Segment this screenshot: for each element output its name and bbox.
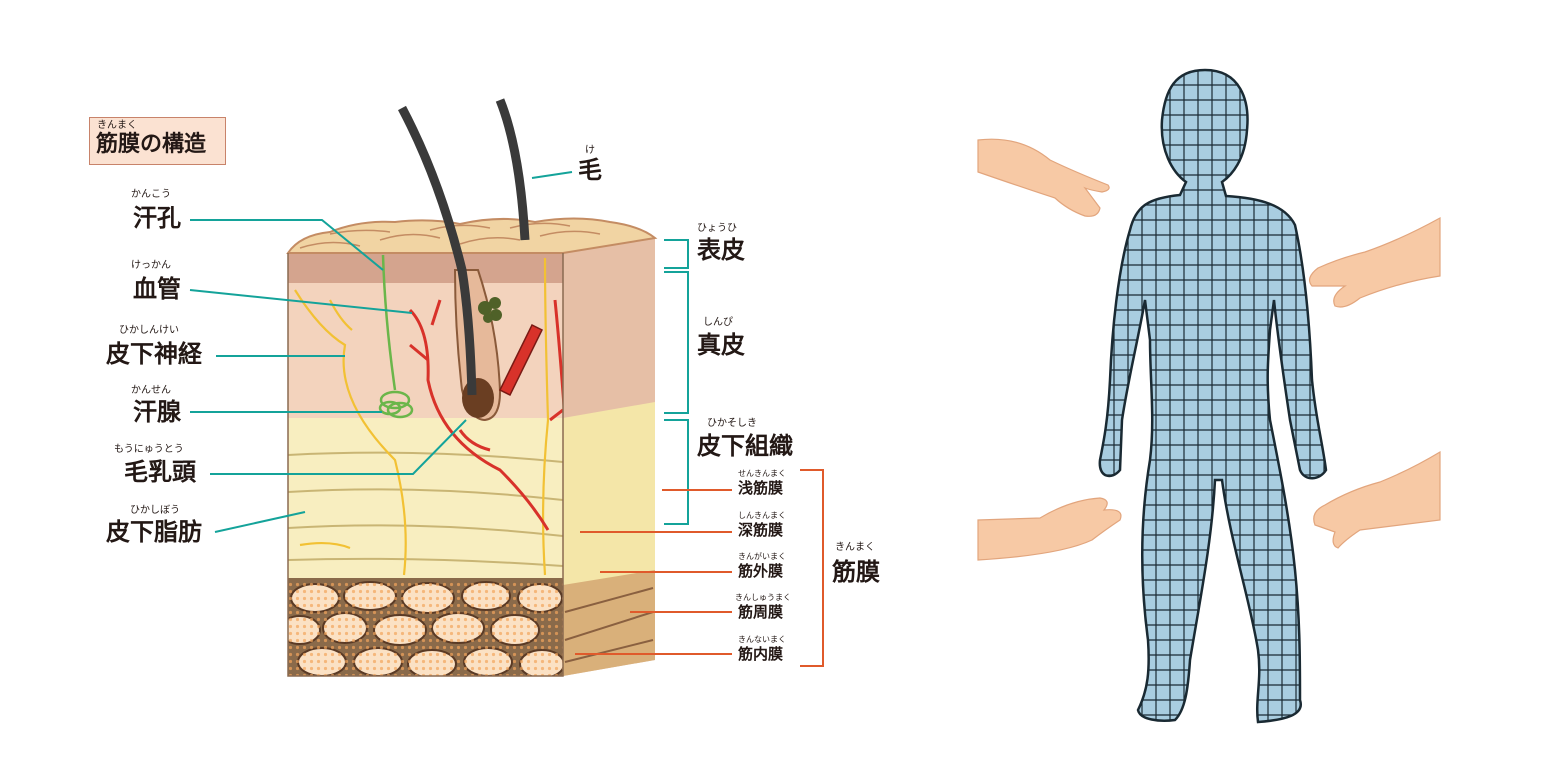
epidermis-ruby: ひょうひ [697,223,737,234]
nerve-fibers [294,257,550,576]
sweat-gland-ruby: かんせん [131,385,171,396]
dermis-label: 真皮 [697,331,745,359]
hair-shaft [398,105,477,396]
title-box [89,117,226,165]
muscle-side-face [563,570,655,676]
hair-label: 毛 [578,156,602,184]
sweat-pore-label: 汗孔 [133,204,181,232]
perimysium-ruby: きんしゅうまく [735,593,791,602]
teal-leader-lines [189,171,573,533]
orange-leader-lines [575,469,824,667]
subcutaneous-tissue-label: 皮下組織 [697,432,793,460]
diagram-title: 筋膜の構造 [96,132,207,157]
subcutaneous-tissue-ruby: ひかそしき [707,418,757,429]
mesh-mannequin [1098,68,1328,724]
deep-fascia-label: 深筋膜 [738,521,784,539]
endomysium-ruby: きんないまく [738,635,786,644]
hair-papilla-label: 毛乳頭 [124,458,196,486]
sweat-gland-shape [378,390,414,419]
skin-block [286,98,658,677]
hand-upper-left [977,138,1110,217]
fascia-group-label: 筋膜 [832,558,880,586]
sweat-gland-label: 汗腺 [133,398,181,426]
superficial-fascia-label: 浅筋膜 [738,479,784,497]
epidermis-layer [288,253,563,283]
fat-side-face [563,402,655,590]
arrector-pili-muscle [498,323,544,397]
deep-fascia-ruby: しんきんまく [738,511,786,520]
superficial-fascia-ruby: せんきんまく [738,469,786,478]
hands [977,138,1441,561]
fascia-group-ruby: きんまく [835,542,875,553]
blood-vessels [408,299,563,531]
subcutaneous-nerve-ruby: ひかしんけい [119,325,179,336]
epimysium-ruby: きんがいまく [738,552,786,561]
hand-upper-right [1308,216,1441,308]
subcutaneous-nerve-label: 皮下神経 [106,340,202,368]
subcutaneous-fat-label: 皮下脂肪 [106,518,202,546]
epimysium-label: 筋外膜 [738,562,784,580]
teal-brackets [664,239,689,525]
hand-lower-right [1313,450,1441,549]
title-ruby: きんまく [97,120,137,131]
hair-ruby: け [585,145,595,156]
hair-papilla-ruby: もうにゅうとう [114,444,184,455]
sebaceous-gland [478,297,502,323]
epidermis-label: 表皮 [697,236,745,264]
blood-vessel-ruby: けっかん [131,260,171,271]
subcutaneous-fat-ruby: ひかしぼう [130,505,180,516]
sweat-pore-ruby: かんこう [131,189,171,200]
dermis-ruby: しんぴ [703,317,733,328]
hand-lower-left [977,497,1122,561]
skin-surface [286,217,658,254]
blood-vessel-label: 血管 [133,275,181,303]
perimysium-label: 筋周膜 [738,603,784,621]
hair-papilla-shape [462,378,494,418]
endomysium-label: 筋内膜 [738,645,784,663]
